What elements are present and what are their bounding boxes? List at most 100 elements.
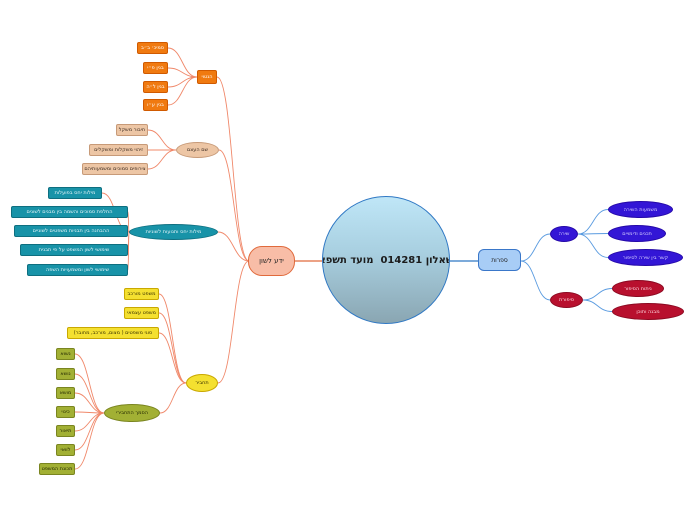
ha_tachbiri-item-1[interactable]: נושא [56,368,75,380]
connector-shira-item-2 [577,233,609,258]
connector-shem-item-0 [147,129,177,151]
connector-nismach-item-0 [167,47,198,78]
branch-shem-label: שם העצם [186,147,209,153]
connector-ha_tachbiri-item-1 [74,373,105,414]
branch-tachbir-label: תחביר [195,380,209,386]
milot-item-3[interactable]: שימושי לשון המשפט על פי תבנית [20,244,128,256]
milot-item-0[interactable]: מילות יחס בפועלות [48,187,102,199]
shira-item-1[interactable]: תכנים ודימויים [608,225,666,242]
branch-siporet[interactable]: סיפורת [550,292,583,308]
connector-tachbir-item-2 [158,332,187,384]
connector-main-tachbir [217,260,250,384]
tachbir-item-1-label: משפט עצמאי [127,310,156,316]
branch-nismach-label: הנטוי [201,74,213,80]
nismach-item-2-label: בנין ל״ה [146,84,165,90]
connector-main-shem [218,149,250,262]
branch-ha_tachbiri-label: הסמך התחבירי [116,410,148,416]
milot-item-3-label: שימושי לשון המשפט על פי תבנית [38,247,110,253]
branch-nismach[interactable]: הנטוי [197,70,217,84]
branch-tachbir[interactable]: תחביר [186,374,218,392]
connector-siporet-item-0 [582,288,613,301]
connector-nismach-item-2 [167,76,198,88]
milot-item-1[interactable]: החלפת סמוכים והשמה בין מבנים לשונים [11,206,128,218]
central-topic[interactable]: שאלון 014281 מועד תשפא [322,196,450,324]
ha_tachbiri-item-2[interactable]: מושא [56,387,75,399]
nismach-item-1-label: בנין פ״י [147,65,164,71]
shira-item-2[interactable]: קשר בין שירה לסיפור [608,249,683,266]
connector-main-shira [520,233,551,262]
nismach-item-0-label: סמיכ׳ ב״ב [140,45,165,51]
ha_tachbiri-item-4[interactable]: תיאור [56,425,75,437]
shira-item-2-label: קשר בין שירה לסיפור [622,254,669,261]
ha_tachbiri-item-6-label: תכונת המשפט [41,466,73,472]
siporet-item-1-label: מבנה ותוכן [636,308,660,315]
connector-tachbir-item-0 [158,293,187,384]
connector-shira-item-0 [577,209,609,235]
shem-item-2[interactable]: צירופים סמוכים ומשמעותיהם [82,163,148,175]
tachbir-item-1[interactable]: משפט עצמאי [124,307,159,319]
connector-main-milot [217,231,250,262]
nismach-item-1[interactable]: בנין פ״י [143,62,168,74]
siporet-item-1[interactable]: מבנה ותוכן [612,303,684,320]
shira-item-0[interactable]: משמעות השירה [608,201,673,218]
center-title-prefix: שאלון [425,254,449,266]
branch-shira[interactable]: שירה [550,226,578,242]
connector-tachbir-item-1 [158,312,187,384]
connector-milot-item-1 [127,211,130,233]
ha_tachbiri-item-1-label: נושא [60,371,71,377]
branch-shem[interactable]: שם העצם [176,142,219,158]
milot-item-4-label: שימושי לשון ומשמעויות השפה [45,267,110,273]
main-topic-literature-label: ספרות [491,256,508,264]
shem-item-0-label: חיבור משקל [118,127,146,133]
milot-item-1-label: החלפת סמוכים והשמה בין מבנים לשונים [26,209,113,215]
milot-item-4[interactable]: שימושי לשון ומשמעויות השפה [27,264,128,276]
milot-item-2-label: ההבחנה בין תבניות משפטים לשוניים [32,228,110,234]
tachbir-item-2[interactable]: סוגי משפטים ( מצום, מורכב, מחובר) [67,327,159,339]
branch-milot-label: מילות יחס ותנועות לשוניות [145,229,202,235]
shem-item-1-label: זיהוי משקלות ומשקלים [94,147,143,153]
connector-tachbir-ha_tachbiri [159,382,187,414]
ha_tachbiri-item-4-label: תיאור [59,428,72,434]
connector-shira-item-1 [577,233,609,235]
main-topic-literature[interactable]: ספרות [478,249,521,271]
ha_tachbiri-item-5[interactable]: לוואי [56,444,75,456]
tachbir-item-2-label: סוגי משפטים ( מצום, מורכב, מחובר) [73,330,153,336]
connector-nismach-item-1 [167,67,198,78]
main-topic-language-label: ידע לשון [259,257,284,265]
connector-main-nismach [216,76,250,262]
siporet-item-0-label: ניתוח הסיפור [624,285,652,292]
milot-item-0-label: מילות יחס בפועלות [54,190,96,196]
nismach-item-3[interactable]: בנין ע״ו [143,99,168,111]
connector-ha_tachbiri-item-5 [74,412,105,451]
shem-item-0[interactable]: חיבור משקל [116,124,148,136]
ha_tachbiri-item-5-label: לוואי [60,447,71,453]
ha_tachbiri-item-6[interactable]: תכונת המשפט [39,463,75,475]
tachbir-item-0-label: משפט מורכב [127,291,156,297]
connector-main-siporet [520,260,551,301]
tachbir-item-0[interactable]: משפט מורכב [124,288,159,300]
connector-ha_tachbiri-item-4 [74,412,105,432]
branch-ha_tachbiri[interactable]: הסמך התחבירי [104,404,160,422]
connector-siporet-item-1 [582,299,613,312]
branch-siporet-label: סיפורת [559,297,574,303]
ha_tachbiri-item-3[interactable]: כינוי [56,406,75,418]
siporet-item-0[interactable]: ניתוח הסיפור [612,280,664,297]
ha_tachbiri-item-0[interactable]: נשוא [56,348,75,360]
branch-milot[interactable]: מילות יחס ותנועות לשוניות [129,224,218,240]
connector-ha_tachbiri-item-2 [74,392,105,414]
nismach-item-3-label: בנין ע״ו [147,102,164,108]
branch-shira-label: שירה [558,231,570,237]
shem-item-1[interactable]: זיהוי משקלות ומשקלים [89,144,148,156]
shira-item-0-label: משמעות השירה [623,206,658,213]
shira-item-1-label: תכנים ודימויים [622,230,652,237]
milot-item-2[interactable]: ההבחנה בין תבניות משפטים לשוניים [14,225,128,237]
center-title-suffix: מועד תשפא [322,254,374,266]
nismach-item-2[interactable]: בנין ל״ה [143,81,168,93]
nismach-item-0[interactable]: סמיכ׳ ב״ב [137,42,168,54]
shem-item-2-label: צירופים סמוכים ומשמעותיהם [84,166,146,172]
main-topic-language[interactable]: ידע לשון [248,246,295,276]
connector-ha_tachbiri-item-0 [74,353,105,414]
connector-milot-item-4 [127,231,130,271]
ha_tachbiri-item-3-label: כינוי [61,409,70,415]
ha_tachbiri-item-0-label: נשוא [60,351,71,357]
